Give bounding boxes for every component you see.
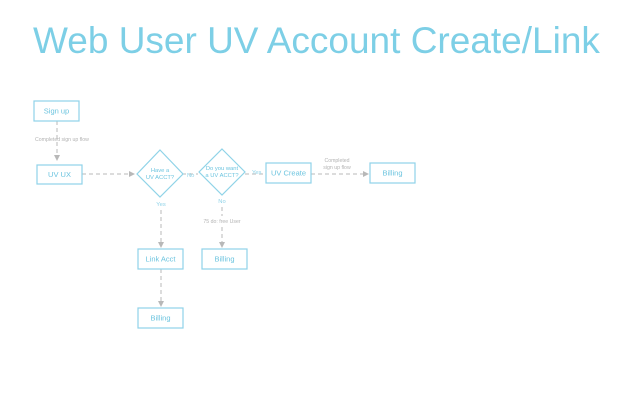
decision-want-uv-acct-diamond [198,148,246,196]
node-billing-middle[interactable]: Billing [201,248,248,270]
node-billing-middle-label: Billing [214,255,234,264]
node-link-acct-label: Link Acct [145,255,176,264]
arrow-head [158,242,164,248]
arrow-head [363,171,369,177]
decision-want-uv-acct-label-line2: a UV ACCT? [205,173,239,179]
edge-label-no-down: No [218,199,225,205]
edge-label-free-user: 75 do: free User [203,219,240,225]
edge-label-completed-signup-right-line2: sign up flow [323,165,351,171]
decision-have-uv-acct-diamond [136,149,184,198]
edge-label-completed-signup-right-line1: Completed [324,158,349,164]
node-billing-bottom-box [137,307,184,329]
node-billing-middle-box [201,248,248,270]
arrow-head [129,171,135,177]
node-link-acct-box [137,248,184,270]
node-uv-create-box [265,162,312,184]
node-sign-up[interactable]: Sign up [33,100,80,122]
node-uv-create-label: UV Create [271,169,306,178]
node-billing-right[interactable]: Billing [369,162,416,184]
node-billing-bottom-label: Billing [150,314,170,323]
decision-have-uv-acct-label-line1: Have a [151,168,170,174]
node-billing-bottom[interactable]: Billing [137,307,184,329]
edge-label-no: No [187,173,194,179]
arrow-head [158,301,164,307]
node-uv-ux-box [36,164,83,185]
arrow-head [219,242,225,248]
decision-want-uv-acct-label-line1: Do you want [206,166,239,172]
node-link-acct[interactable]: Link Acct [137,248,184,270]
decision-have-uv-acct[interactable]: Have a UV ACCT? [136,149,184,198]
node-uv-ux-label: UV UX [48,170,71,179]
node-uv-ux[interactable]: UV UX [36,164,83,185]
edge-label-yes-down: Yes [156,202,166,208]
node-sign-up-box [33,100,80,122]
node-uv-create[interactable]: UV Create [265,162,312,184]
edge-label-completed-signup: Completed sign up flow [35,137,89,143]
node-billing-right-box [369,162,416,184]
node-billing-right-label: Billing [382,169,402,178]
decision-have-uv-acct-label-line2: UV ACCT? [146,175,175,181]
decision-want-uv-acct[interactable]: Do you want a UV ACCT? [198,148,246,196]
arrow-head [54,155,60,161]
diagram-title: Web User UV Account Create/Link [33,20,600,61]
node-sign-up-label: Sign up [44,107,69,116]
edge-label-yes-right: Yes [252,170,262,176]
